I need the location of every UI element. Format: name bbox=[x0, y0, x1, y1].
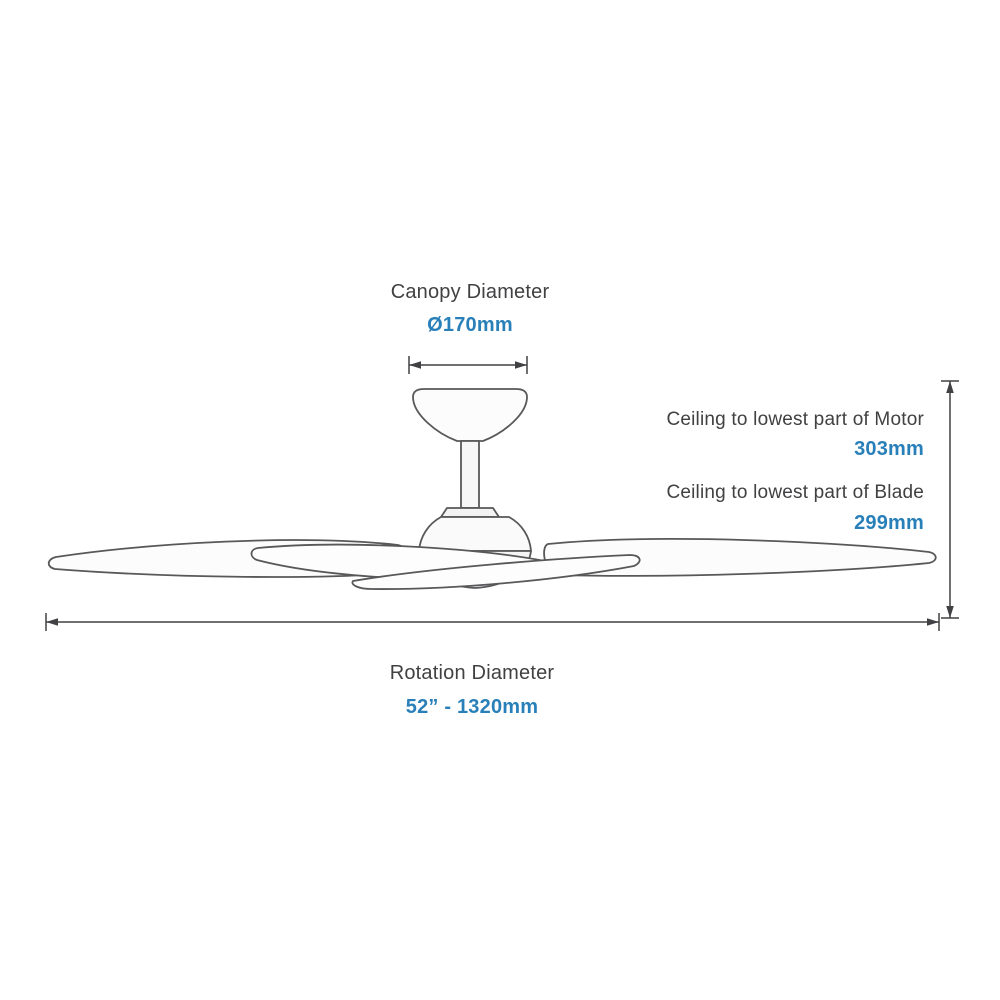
rotation-dimension-line bbox=[45, 613, 940, 631]
motor-clearance-value: 303mm bbox=[854, 438, 924, 460]
blade-clearance-value: 299mm bbox=[854, 512, 924, 534]
rotation-diameter-value: 52” - 1320mm bbox=[405, 696, 539, 718]
fan-motor-housing bbox=[418, 516, 532, 552]
fan-blade-front-right bbox=[351, 554, 641, 590]
rotation-diameter-label: Rotation Diameter bbox=[389, 662, 555, 684]
fan-motor-collar bbox=[440, 507, 500, 518]
fan-canopy bbox=[412, 388, 528, 442]
motor-clearance-label: Ceiling to lowest part of Motor bbox=[666, 409, 924, 430]
canopy-diameter-label: Canopy Diameter bbox=[390, 281, 550, 303]
canopy-diameter-value: Ø170mm bbox=[427, 314, 513, 336]
blade-clearance-label: Ceiling to lowest part of Blade bbox=[666, 482, 924, 503]
fan-downrod bbox=[460, 440, 480, 509]
canopy-dimension-line bbox=[408, 356, 528, 374]
drop-dimension-line bbox=[941, 380, 959, 619]
